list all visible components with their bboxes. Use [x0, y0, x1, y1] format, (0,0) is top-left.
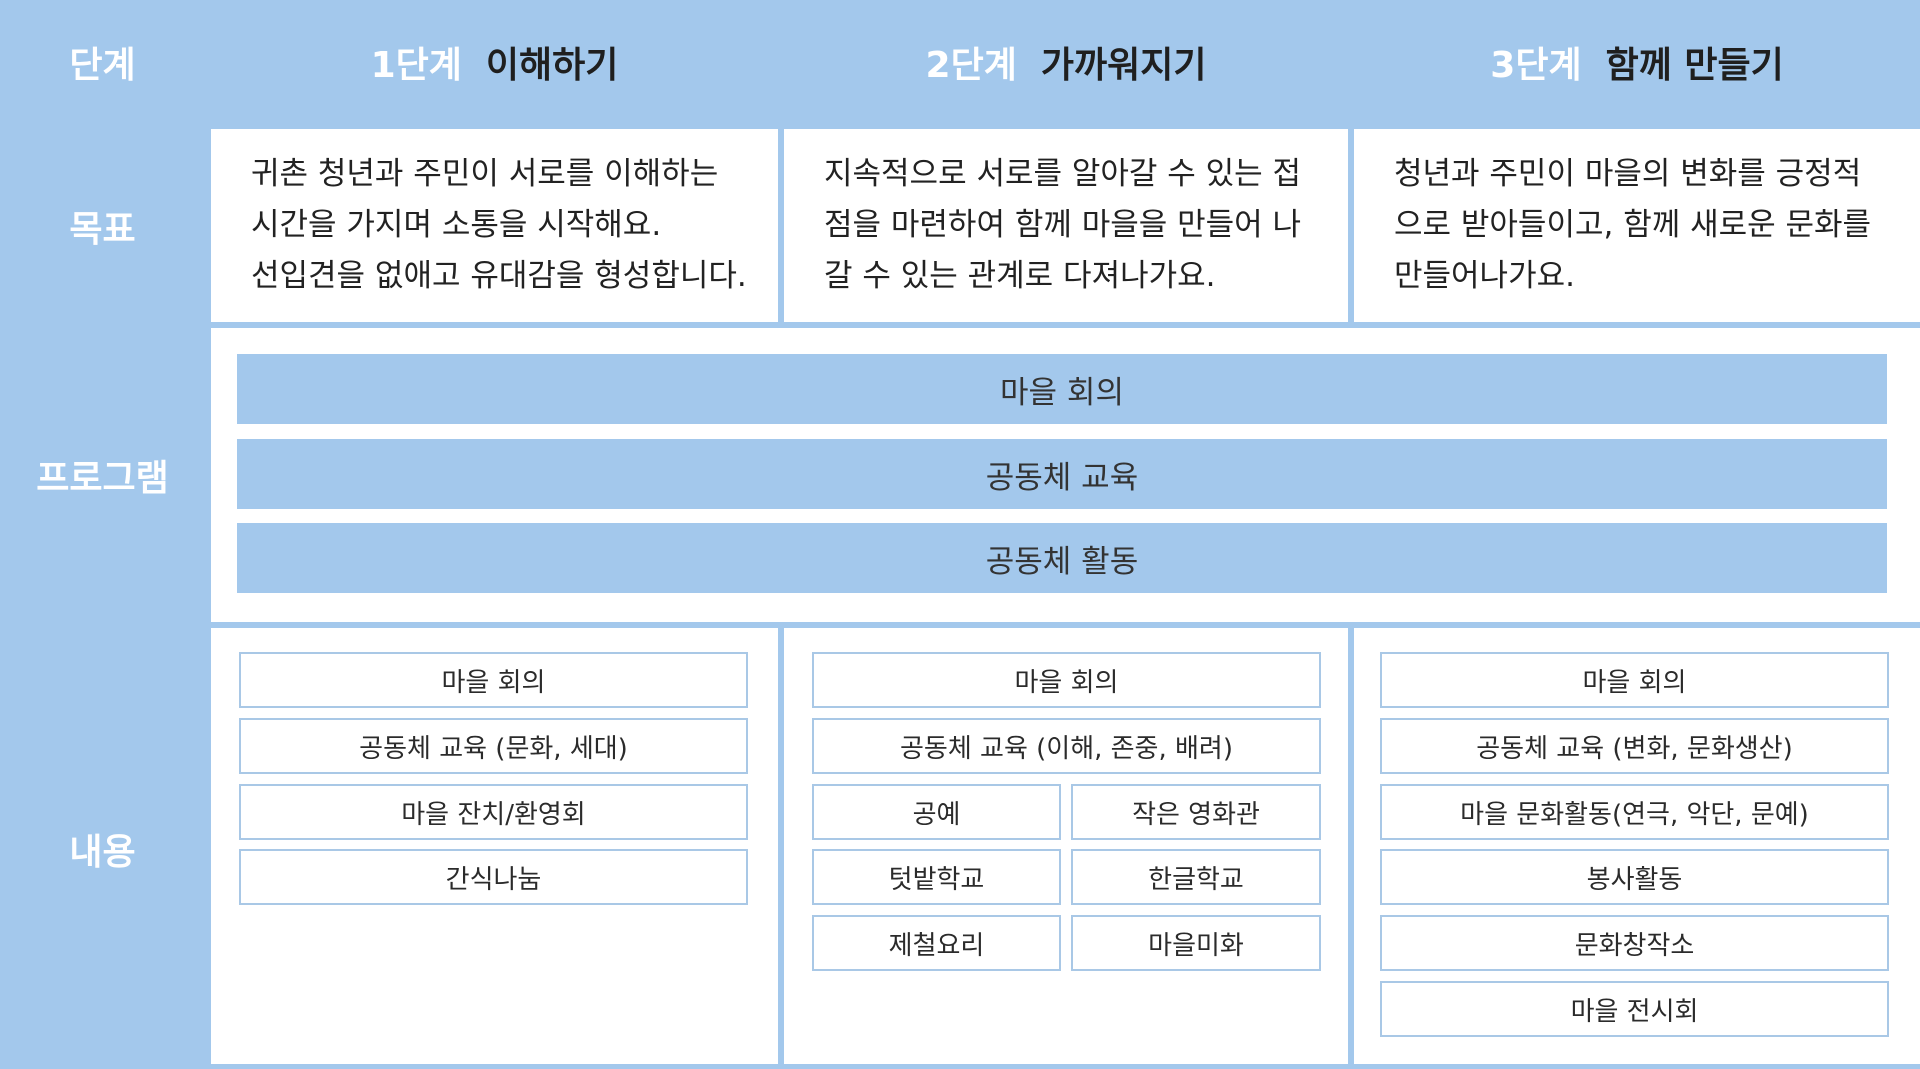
goal-text-stage-1: 귀촌 청년과 주민이 서로를 이해하는 시간을 가지며 소통을 시작해요. 선입… [211, 129, 778, 322]
goal-text-stage-3: 청년과 주민이 마을의 변화를 긍정적 으로 받아들이고, 함께 새로운 문화를… [1354, 129, 1920, 322]
stage-1-number: 1단계 [370, 44, 462, 86]
program-label: 프로그램 [0, 328, 205, 622]
content-item: 마을 회의 [812, 652, 1321, 708]
stage-3-name: 함께 만들기 [1605, 44, 1784, 86]
content-item: 작은 영화관 [1071, 784, 1321, 840]
content-label: 내용 [0, 628, 205, 1069]
content-item: 공동체 교육 (이해, 존중, 배려) [812, 718, 1321, 774]
stage-2-number: 2단계 [925, 44, 1017, 86]
content-item: 봉사활동 [1380, 849, 1889, 905]
content-item: 마을 문화활동(연극, 악단, 문예) [1380, 784, 1889, 840]
content-item: 공예 [812, 784, 1061, 840]
stage-2-name: 가까워지기 [1040, 44, 1207, 86]
content-item: 마을 전시회 [1380, 981, 1889, 1037]
header-stage-3: 3단계 함께 만들기 [1354, 0, 1920, 123]
program-bar-community-education: 공동체 교육 [237, 439, 1887, 509]
stage-1-name: 이해하기 [485, 44, 619, 86]
goal-label: 목표 [0, 129, 205, 322]
content-item: 공동체 교육 (문화, 세대) [239, 718, 748, 774]
header-stage-1: 1단계 이해하기 [211, 0, 778, 123]
content-item: 문화창작소 [1380, 915, 1889, 971]
content-item: 제철요리 [812, 915, 1061, 971]
goal-text-stage-2: 지속적으로 서로를 알아갈 수 있는 접 점을 마련하여 함께 마을을 만들어 … [784, 129, 1348, 322]
content-item: 마을 회의 [1380, 652, 1889, 708]
content-item: 마을미화 [1071, 915, 1321, 971]
content-item: 간식나눔 [239, 849, 748, 905]
content-item: 공동체 교육 (변화, 문화생산) [1380, 718, 1889, 774]
stage-3-number: 3단계 [1490, 44, 1582, 86]
content-item: 마을 회의 [239, 652, 748, 708]
header-stage-label: 단계 [0, 0, 205, 123]
header-stage-2: 2단계 가까워지기 [784, 0, 1348, 123]
content-item: 마을 잔치/환영회 [239, 784, 748, 840]
program-bar-village-meeting: 마을 회의 [237, 354, 1887, 424]
program-bar-community-activity: 공동체 활동 [237, 523, 1887, 593]
content-item: 텃밭학교 [812, 849, 1061, 905]
content-item: 한글학교 [1071, 849, 1321, 905]
